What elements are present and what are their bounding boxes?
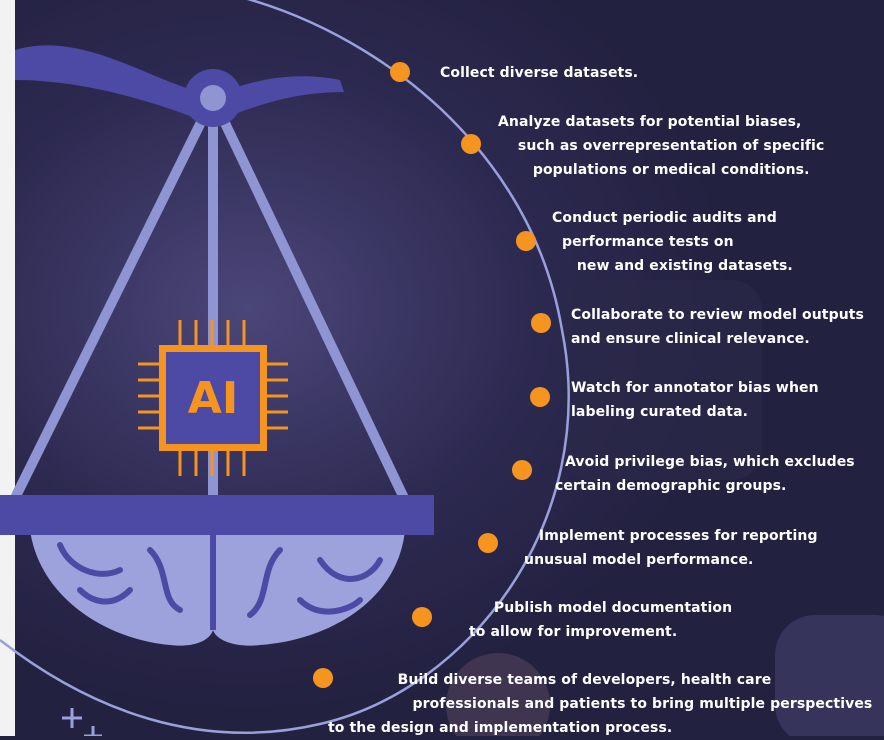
step-marker bbox=[516, 231, 536, 251]
step-text-documentation: Publish model documentation to allow for… bbox=[469, 600, 733, 640]
scale-string-right bbox=[208, 95, 409, 501]
step-text-audit: Conduct periodic audits and performance … bbox=[552, 210, 793, 274]
step-marker bbox=[412, 607, 432, 627]
step-text-privilege: Avoid privilege bias, which excludes cer… bbox=[555, 454, 855, 494]
step-marker bbox=[512, 460, 532, 480]
step-marker bbox=[530, 387, 550, 407]
step-text-analyze: Analyze datasets for potential biases, s… bbox=[498, 114, 825, 178]
scale-pivot-center bbox=[200, 85, 226, 111]
step-text-collect: Collect diverse datasets. bbox=[440, 65, 639, 81]
scale-tray bbox=[0, 495, 434, 535]
step-text-reporting: Implement processes for reporting unusua… bbox=[524, 528, 818, 568]
left-edge-strip bbox=[0, 0, 15, 736]
step-marker bbox=[531, 313, 551, 333]
scale-string-left bbox=[10, 95, 218, 501]
step-marker bbox=[478, 533, 498, 553]
step-marker bbox=[390, 62, 410, 82]
brain-icon bbox=[30, 530, 405, 646]
decorative-circle bbox=[446, 653, 550, 736]
step-marker bbox=[313, 668, 333, 688]
decorative-block bbox=[775, 615, 884, 736]
step-text-teams: Build diverse teams of developers, healt… bbox=[328, 672, 873, 736]
ai-chip-label: AI bbox=[188, 373, 238, 424]
step-text-annotator: Watch for annotator bias when labeling c… bbox=[571, 380, 819, 420]
circle-arc bbox=[0, 0, 570, 735]
scale-beam bbox=[15, 45, 344, 120]
step-marker bbox=[461, 134, 481, 154]
step-text-collaborate: Collaborate to review model outputs and … bbox=[571, 307, 864, 347]
plus-decoration-icon bbox=[62, 708, 102, 736]
decorative-block bbox=[562, 280, 762, 480]
ai-chip-icon: AI bbox=[138, 320, 288, 476]
